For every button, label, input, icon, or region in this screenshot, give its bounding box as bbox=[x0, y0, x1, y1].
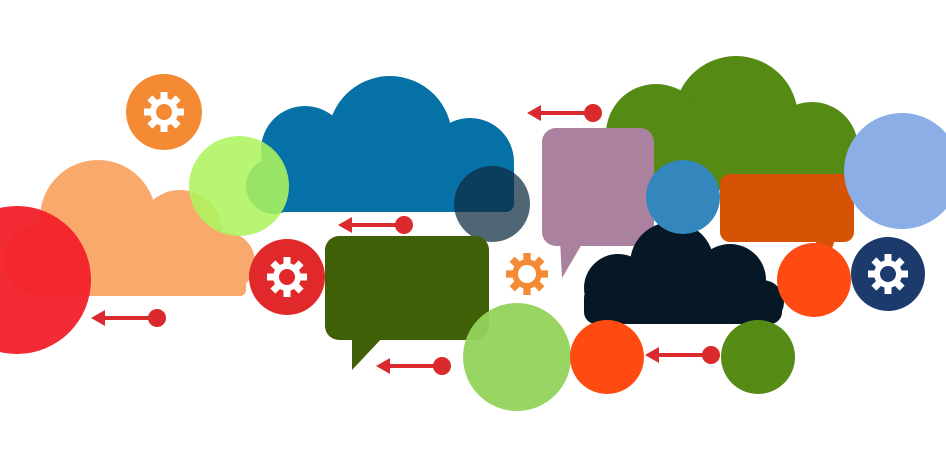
periwinkle-circle bbox=[844, 113, 946, 229]
cloud-icon bbox=[584, 222, 784, 324]
arrow-left-icon bbox=[338, 216, 413, 234]
gear-icon bbox=[506, 253, 548, 295]
slate-circle bbox=[454, 166, 530, 242]
sky-circle bbox=[646, 160, 720, 234]
cloud-icon bbox=[606, 56, 858, 194]
light-green-circle bbox=[463, 303, 571, 411]
orange-red-circle bbox=[570, 320, 644, 394]
lime-circle bbox=[189, 136, 289, 236]
gear-hole bbox=[156, 104, 172, 120]
arrow-left-icon bbox=[527, 104, 602, 122]
arrow-left-icon bbox=[645, 346, 720, 364]
gear-hole bbox=[279, 269, 295, 285]
gear-badge bbox=[126, 74, 202, 150]
orange-red-circle bbox=[777, 243, 851, 317]
gear-badge bbox=[851, 237, 925, 311]
gear-badge bbox=[249, 239, 325, 315]
arrow-left-icon bbox=[91, 309, 166, 327]
leaf-circle bbox=[721, 320, 795, 394]
speech-bubble-icon bbox=[542, 128, 654, 278]
arrow-left-icon bbox=[376, 357, 451, 375]
red-circle bbox=[0, 206, 91, 354]
speech-bubble-icon bbox=[325, 236, 489, 370]
gear-hole bbox=[880, 266, 896, 282]
